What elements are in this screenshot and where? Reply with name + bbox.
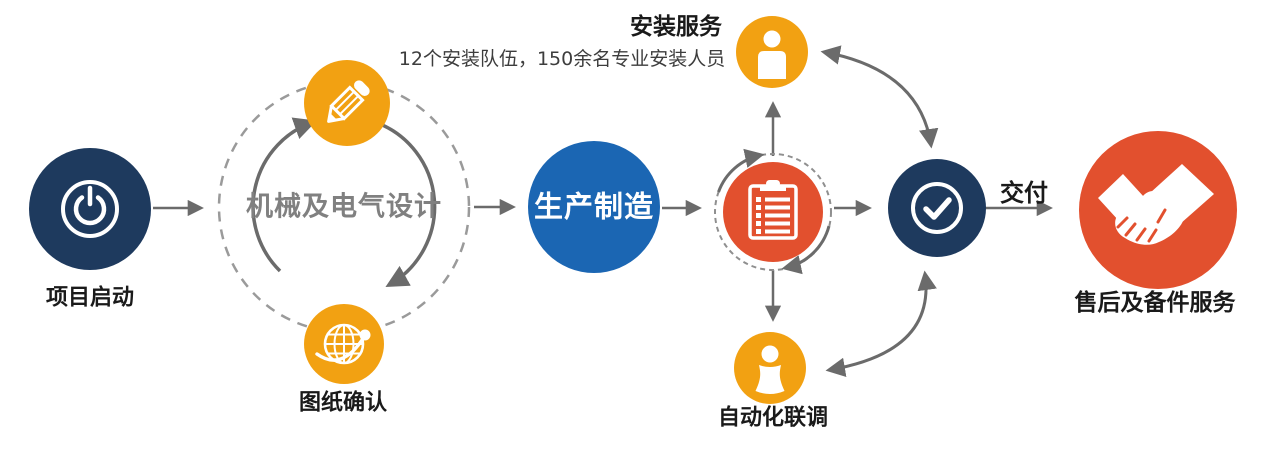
label-design: 机械及电气设计 — [246, 191, 442, 223]
label-installation-title: 安装服务 — [630, 13, 722, 40]
label-production: 生产制造 — [533, 189, 655, 224]
design-dashed-circle — [217, 80, 471, 334]
node-project-start — [29, 148, 151, 270]
node-commissioning — [734, 332, 806, 404]
label-delivery: 交付 — [1000, 179, 1048, 208]
check-icon — [911, 182, 963, 234]
curve-completion-commissioning — [825, 270, 937, 377]
node-completion — [888, 159, 986, 257]
curve-installation-completion — [820, 45, 939, 149]
design-cycle-arrow-left — [251, 117, 317, 273]
node-design-draft — [304, 60, 390, 146]
pencil-icon — [327, 80, 370, 123]
checklist-cycle-arrow-top — [717, 148, 765, 193]
label-commissioning: 自动化联调 — [717, 405, 829, 431]
node-production — [528, 141, 660, 273]
handshake-icon — [1098, 164, 1214, 245]
globe-orbit-icon — [315, 323, 371, 365]
person-icon — [755, 345, 785, 394]
person-icon — [758, 30, 786, 79]
clipboard-checklist-icon — [748, 180, 798, 240]
checklist-dashed-ring — [714, 153, 832, 271]
design-loop — [217, 80, 471, 334]
label-after-sales: 售后及备件服务 — [1074, 289, 1236, 316]
node-drawing-confirmation — [304, 304, 384, 384]
power-icon — [61, 180, 119, 238]
label-project-start: 项目启动 — [45, 285, 135, 311]
flow-connectors — [153, 45, 1053, 377]
label-installation-subtitle: 12个安装队伍，150余名专业安装人员 — [398, 48, 726, 71]
label-drawing-confirmation: 图纸确认 — [298, 390, 388, 416]
node-installation — [736, 16, 808, 88]
node-order-checklist — [714, 148, 832, 275]
checklist-cycle-arrow-bottom — [781, 225, 831, 275]
design-cycle-arrow-right — [374, 120, 437, 288]
node-after-sales — [1079, 131, 1237, 289]
